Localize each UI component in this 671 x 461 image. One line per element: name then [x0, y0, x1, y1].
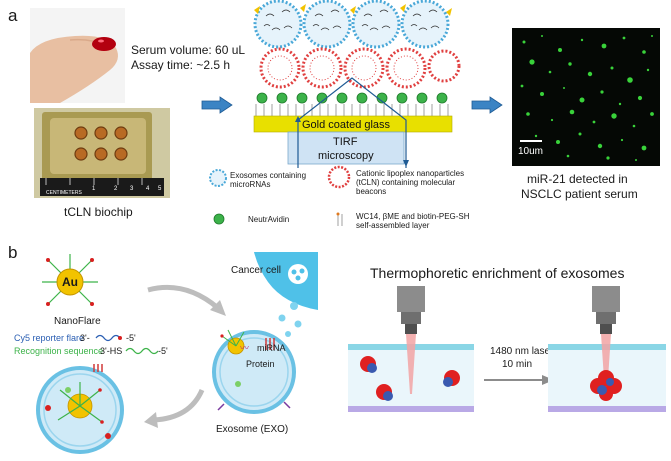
exosome-label: Exosome (EXO): [216, 424, 289, 435]
arrow-right-icon: [471, 96, 503, 114]
laser-time-label: 10 min: [502, 359, 533, 370]
exosome-with-nanoflare: [212, 329, 296, 414]
channel-after: [548, 286, 666, 412]
legend-layer-text: WC14, βME and biotin-PEG-SH self-assembl…: [356, 212, 470, 230]
exosome-captured: [36, 364, 124, 454]
cy5-seq-start: 3'-: [80, 333, 90, 343]
curved-arrow-icon: [144, 388, 205, 428]
ruler-label: CENTIMETERS: [46, 190, 83, 196]
legend-neutravidin-text: NeutrAvidin: [248, 215, 290, 224]
cy5-seq-end: -5': [126, 333, 136, 343]
mirna-strand-icon: 〰: [240, 343, 250, 353]
exosome-row: [253, 0, 452, 49]
serum-volume-text: Serum volume: 60 uL: [131, 43, 246, 57]
assay-time-text: Assay time: ~2.5 h: [131, 58, 231, 72]
tirf-box: [287, 131, 405, 165]
neutravidin-legend-icon: [213, 213, 225, 225]
scale-bar: [520, 140, 542, 142]
recognition-label: Recognition sequence: [14, 346, 104, 356]
biochip-photo: CENTIMETERS 1 2 3 4 5: [34, 108, 170, 198]
finger-blood-drop-image: [30, 8, 125, 103]
ruler-number: 3: [130, 186, 134, 192]
curved-arrow-icon: [147, 284, 226, 316]
exosome-legend-icon: [209, 169, 227, 187]
chip-label: tCLN biochip: [64, 205, 133, 219]
panel-b-label: b: [8, 243, 18, 262]
fluorescence-image: 10um: [512, 28, 660, 166]
recognition-seq-start: 3'-HS: [100, 346, 123, 356]
tcln-legend-icon: [327, 165, 351, 189]
nanoflare-particle: [42, 254, 98, 306]
recognition-strand-icon: [125, 347, 158, 355]
thermophoretic-title: Thermophoretic enrichment of exosomes: [370, 265, 625, 281]
recognition-seq-end: -5': [158, 346, 168, 356]
result-line-1: miR-21 detected in: [527, 172, 628, 186]
cy5-flare-label: Cy5 reporter flare: [14, 333, 85, 343]
legend-exosome-text: Exosomes containing microRNAs: [230, 171, 307, 189]
ruler-number: 2: [114, 186, 118, 192]
microscopy-label: microscopy: [318, 150, 374, 162]
legend-tcln-text: Cationic lipoplex nanoparticles (tCLN) c…: [356, 169, 465, 196]
mirna-label: miRNA: [257, 343, 286, 353]
au-label: Au: [62, 275, 78, 289]
cancer-cell: [254, 252, 318, 310]
biochip-schematic: Gold coated glass TIRF microscopy: [253, 0, 461, 168]
channel-before: [348, 286, 474, 412]
ruler-number: 5: [158, 186, 162, 192]
neutravidin-row: [256, 92, 448, 104]
ruler-number: 1: [92, 186, 96, 192]
ruler-number: 4: [146, 186, 150, 192]
sam-legend-icon: [336, 212, 343, 226]
released-vesicles: [278, 302, 302, 337]
nanoflare-label: NanoFlare: [54, 316, 101, 327]
protein-label: Protein: [246, 359, 275, 369]
tcln-row: [259, 47, 461, 89]
laser-label: 1480 nm laser: [490, 346, 554, 357]
cancer-cell-label: Cancer cell: [231, 265, 282, 276]
result-line-2: NSCLC patient serum: [521, 187, 638, 201]
tirf-beam: [297, 77, 407, 168]
arrow-right-icon: [484, 375, 554, 385]
tirf-label: TIRF: [333, 136, 358, 148]
scale-bar-label: 10um: [518, 146, 544, 157]
self-assembled-layer: [255, 104, 449, 116]
cy5-strand-icon: [95, 334, 122, 342]
arrow-right-icon: [201, 96, 233, 114]
gold-glass-label: Gold coated glass: [302, 119, 391, 131]
panel-a-label: a: [8, 6, 18, 25]
